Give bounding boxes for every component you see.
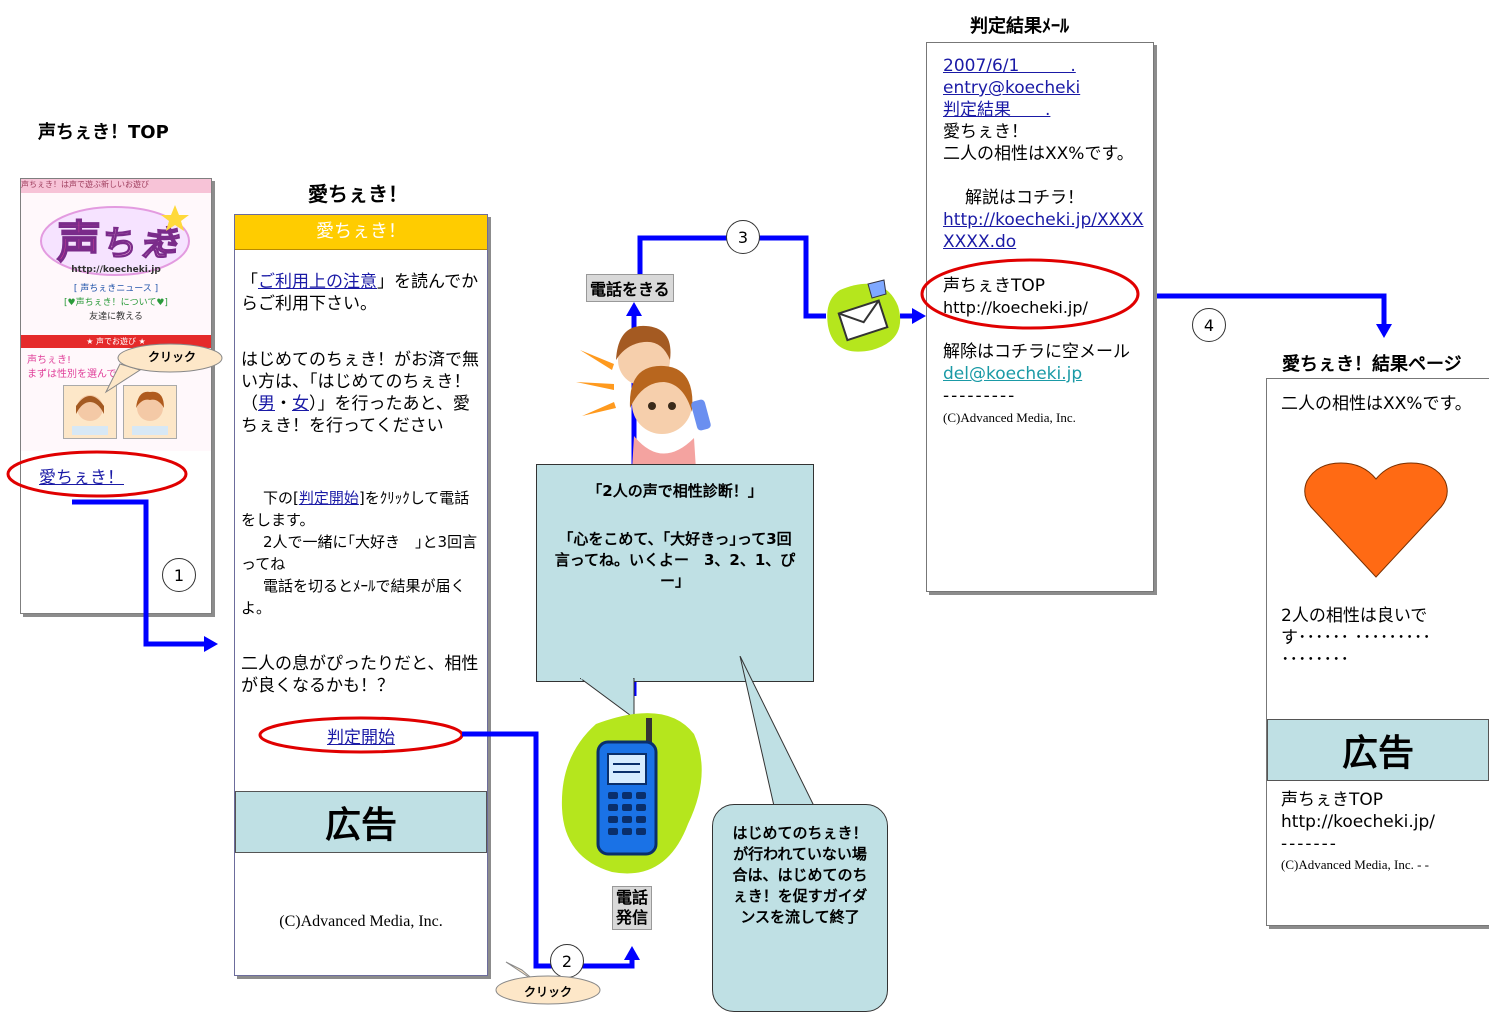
arrow-step-3 xyxy=(637,235,826,319)
top-screen-title: 声ちぇき！TOP xyxy=(38,122,169,143)
voice-guidance-callout: 「2人の声で相性診断！」 「心をこめて、｢大好きっ｣って3回言ってね。いくよー … xyxy=(536,464,814,682)
click-bubble-call-label: クリック xyxy=(523,985,572,999)
hangup-label: 電話をきる xyxy=(586,274,674,302)
callout-tail-guide xyxy=(739,656,815,807)
voice-guidance-line-1: 「2人の声で相性診断！」 xyxy=(587,482,763,500)
svg-text:ちぇ: ちぇ xyxy=(103,224,171,264)
step-1-badge: 1 xyxy=(162,558,196,592)
arrow-step-1 xyxy=(72,499,210,647)
highlight-ellipse-top xyxy=(6,450,188,498)
mail-date: 2007/6/1 . xyxy=(943,56,1076,76)
arrow-step-4 xyxy=(1132,293,1387,326)
thumb-menu-share: 友達に教える xyxy=(89,312,143,322)
result-page-title: 愛ちぇき！結果ページ xyxy=(1282,354,1462,375)
mail-unsubscribe: 解除はコチラに空メール xyxy=(943,342,1130,362)
couple-on-phone-icon xyxy=(576,325,711,470)
mail-line-3: 解説はコチラ！ xyxy=(965,188,1084,208)
thumb-url: http://koecheki.jp xyxy=(71,265,161,275)
result-top-label: 声ちぇきTOP xyxy=(1281,790,1384,810)
male-avatar-icon[interactable] xyxy=(123,385,177,439)
step-2-badge: 2 xyxy=(550,944,584,978)
top-screen-thumbnail: 声ちぇき！は声で遊ぶ新しいお遊び 声 ちぇ き http://koecheki.… xyxy=(21,179,211,451)
ai-screen-panel: 愛ちぇき！ 「ご利用上の注意」を読んでからご利用下さい。 はじめてのちぇき！がお… xyxy=(234,214,488,976)
guide-callout: はじめてのちぇき！が行われていない場合は、はじめてのちぇき！を促すガイダンスを流… xyxy=(712,804,888,1012)
result-ad-box: 広告 xyxy=(1267,719,1489,781)
mail-copyright: (C)Advanced Media, Inc. xyxy=(943,410,1076,425)
result-dashes: ------- xyxy=(1281,834,1338,854)
ai-instruction-mail: 電話を切るとﾒｰﾙで結果が届くよ。 xyxy=(241,577,466,617)
svg-text:声: 声 xyxy=(57,217,101,268)
top-screen-panel: 声ちぇき！は声で遊ぶ新しいお遊び 声 ちぇ き http://koecheki.… xyxy=(20,178,212,614)
thumb-pink-text-1: 声ちぇき! xyxy=(27,355,72,366)
result-copyright: (C)Advanced Media, Inc. - - xyxy=(1281,857,1429,872)
callout-tail-main xyxy=(580,678,635,719)
mail-envelope-icon xyxy=(827,279,901,352)
mail-body: 2007/6/1 . entry@koecheki 判定結果 . 愛ちぇき！ 二… xyxy=(943,55,1149,429)
ai-screen-header: 愛ちぇき！ xyxy=(235,215,487,250)
click-bubble-top xyxy=(104,343,223,394)
ai-copyright: (C)Advanced Media, Inc. xyxy=(279,913,443,930)
click-bubble-top-label: クリック xyxy=(147,350,196,364)
koechiki-logo-icon: 声 ちぇ き xyxy=(40,205,190,276)
mail-panel: 2007/6/1 . entry@koecheki 判定結果 . 愛ちぇき！ 二… xyxy=(926,42,1154,592)
male-link[interactable]: 男 xyxy=(258,394,275,414)
guide-text: はじめてのちぇき！が行われていない場合は、はじめてのちぇき！を促すガイダンスを流… xyxy=(732,824,868,926)
start-inline-link[interactable]: 判定開始 xyxy=(298,489,359,507)
call-label: 電話 発信 xyxy=(612,886,653,930)
result-page-panel: 二人の相性はXX%です。 2人の相性は良いです･･････ ･････････ … xyxy=(1266,378,1489,926)
mail-line-2: 二人の相性はXX%です。 xyxy=(943,144,1134,164)
thumb-menu-news: [ 声ちぇきニュース ] xyxy=(73,284,159,294)
click-bubble-call xyxy=(495,961,601,1005)
thumb-banner: 声ちぇき！は声で遊ぶ新しいお遊び xyxy=(21,179,211,193)
mail-result-link[interactable]: http://koecheki.jp/XXXXXXXX.do xyxy=(943,210,1144,252)
ai-screen-title: 愛ちぇき！ xyxy=(308,182,408,206)
start-judgement-link[interactable]: 判定開始 xyxy=(327,728,395,748)
mail-dashes: --------- xyxy=(943,386,1017,406)
thumb-pink-text-2: まずは性別を選んでね xyxy=(27,369,127,380)
start-judgement-link-wrap[interactable]: 判定開始 xyxy=(235,723,487,748)
ai-notice-paragraph: 「ご利用上の注意」を読んでからご利用下さい。 xyxy=(241,272,479,314)
result-line-2: 2人の相性は良いです･･････ ･････････ ････････ xyxy=(1281,606,1431,670)
mail-line-1: 愛ちぇき！ xyxy=(943,122,1028,142)
ai-instruction-say: 2人で一緒に｢大好き ｣と3回言ってね xyxy=(241,533,478,573)
ai-chiki-link[interactable]: 愛ちぇき！ xyxy=(39,468,124,488)
result-top-url[interactable]: http://koecheki.jp/ xyxy=(1281,812,1435,832)
result-line-1: 二人の相性はXX%です。 xyxy=(1281,394,1472,414)
mail-del-link[interactable]: del@koecheki.jp xyxy=(943,364,1083,384)
heart-icon xyxy=(1304,462,1448,578)
ai-first-time-paragraph: はじめてのちぇき！がお済で無い方は、「はじめてのちぇき！（男・女）」を行ったあと… xyxy=(241,350,479,436)
mail-top-url[interactable]: http://koecheki.jp/ xyxy=(943,298,1088,317)
highlight-ellipse-mail xyxy=(920,258,1140,330)
result-footer: 声ちぇきTOP http://koecheki.jp/ ------- (C)A… xyxy=(1281,789,1481,875)
mail-title: 判定結果ﾒｰﾙ xyxy=(970,16,1069,37)
female-link[interactable]: 女 xyxy=(292,394,309,414)
arrow-step-2 xyxy=(462,731,635,969)
usage-notice-link[interactable]: ご利用上の注意 xyxy=(258,272,377,292)
voice-guidance-line-2: 「心をこめて、｢大好きっ｣って3回言ってね。いくよー 3、2、1、ぴー」 xyxy=(554,530,796,590)
mobile-phone-icon xyxy=(561,713,702,874)
ai-ad-box: 広告 xyxy=(235,791,487,853)
step-4-badge: 4 xyxy=(1192,308,1226,342)
thumb-menu-about: [♥声ちぇき！について♥] xyxy=(64,298,168,308)
ai-tip-paragraph: 二人の息がぴったりだと、相性が良くなるかも！？ xyxy=(241,654,479,696)
mail-subject: 判定結果 . xyxy=(943,100,1051,120)
step-3-badge: 3 xyxy=(726,220,760,254)
female-avatar-icon[interactable] xyxy=(63,385,117,439)
mail-top-label: 声ちぇきTOP xyxy=(943,276,1046,296)
ai-instruction-paragraph: 下の[判定開始]をｸﾘｯｸして電話をします。 2人で一緒に｢大好き ｣と3回言っ… xyxy=(241,487,481,619)
mail-from: entry@koecheki xyxy=(943,78,1081,98)
